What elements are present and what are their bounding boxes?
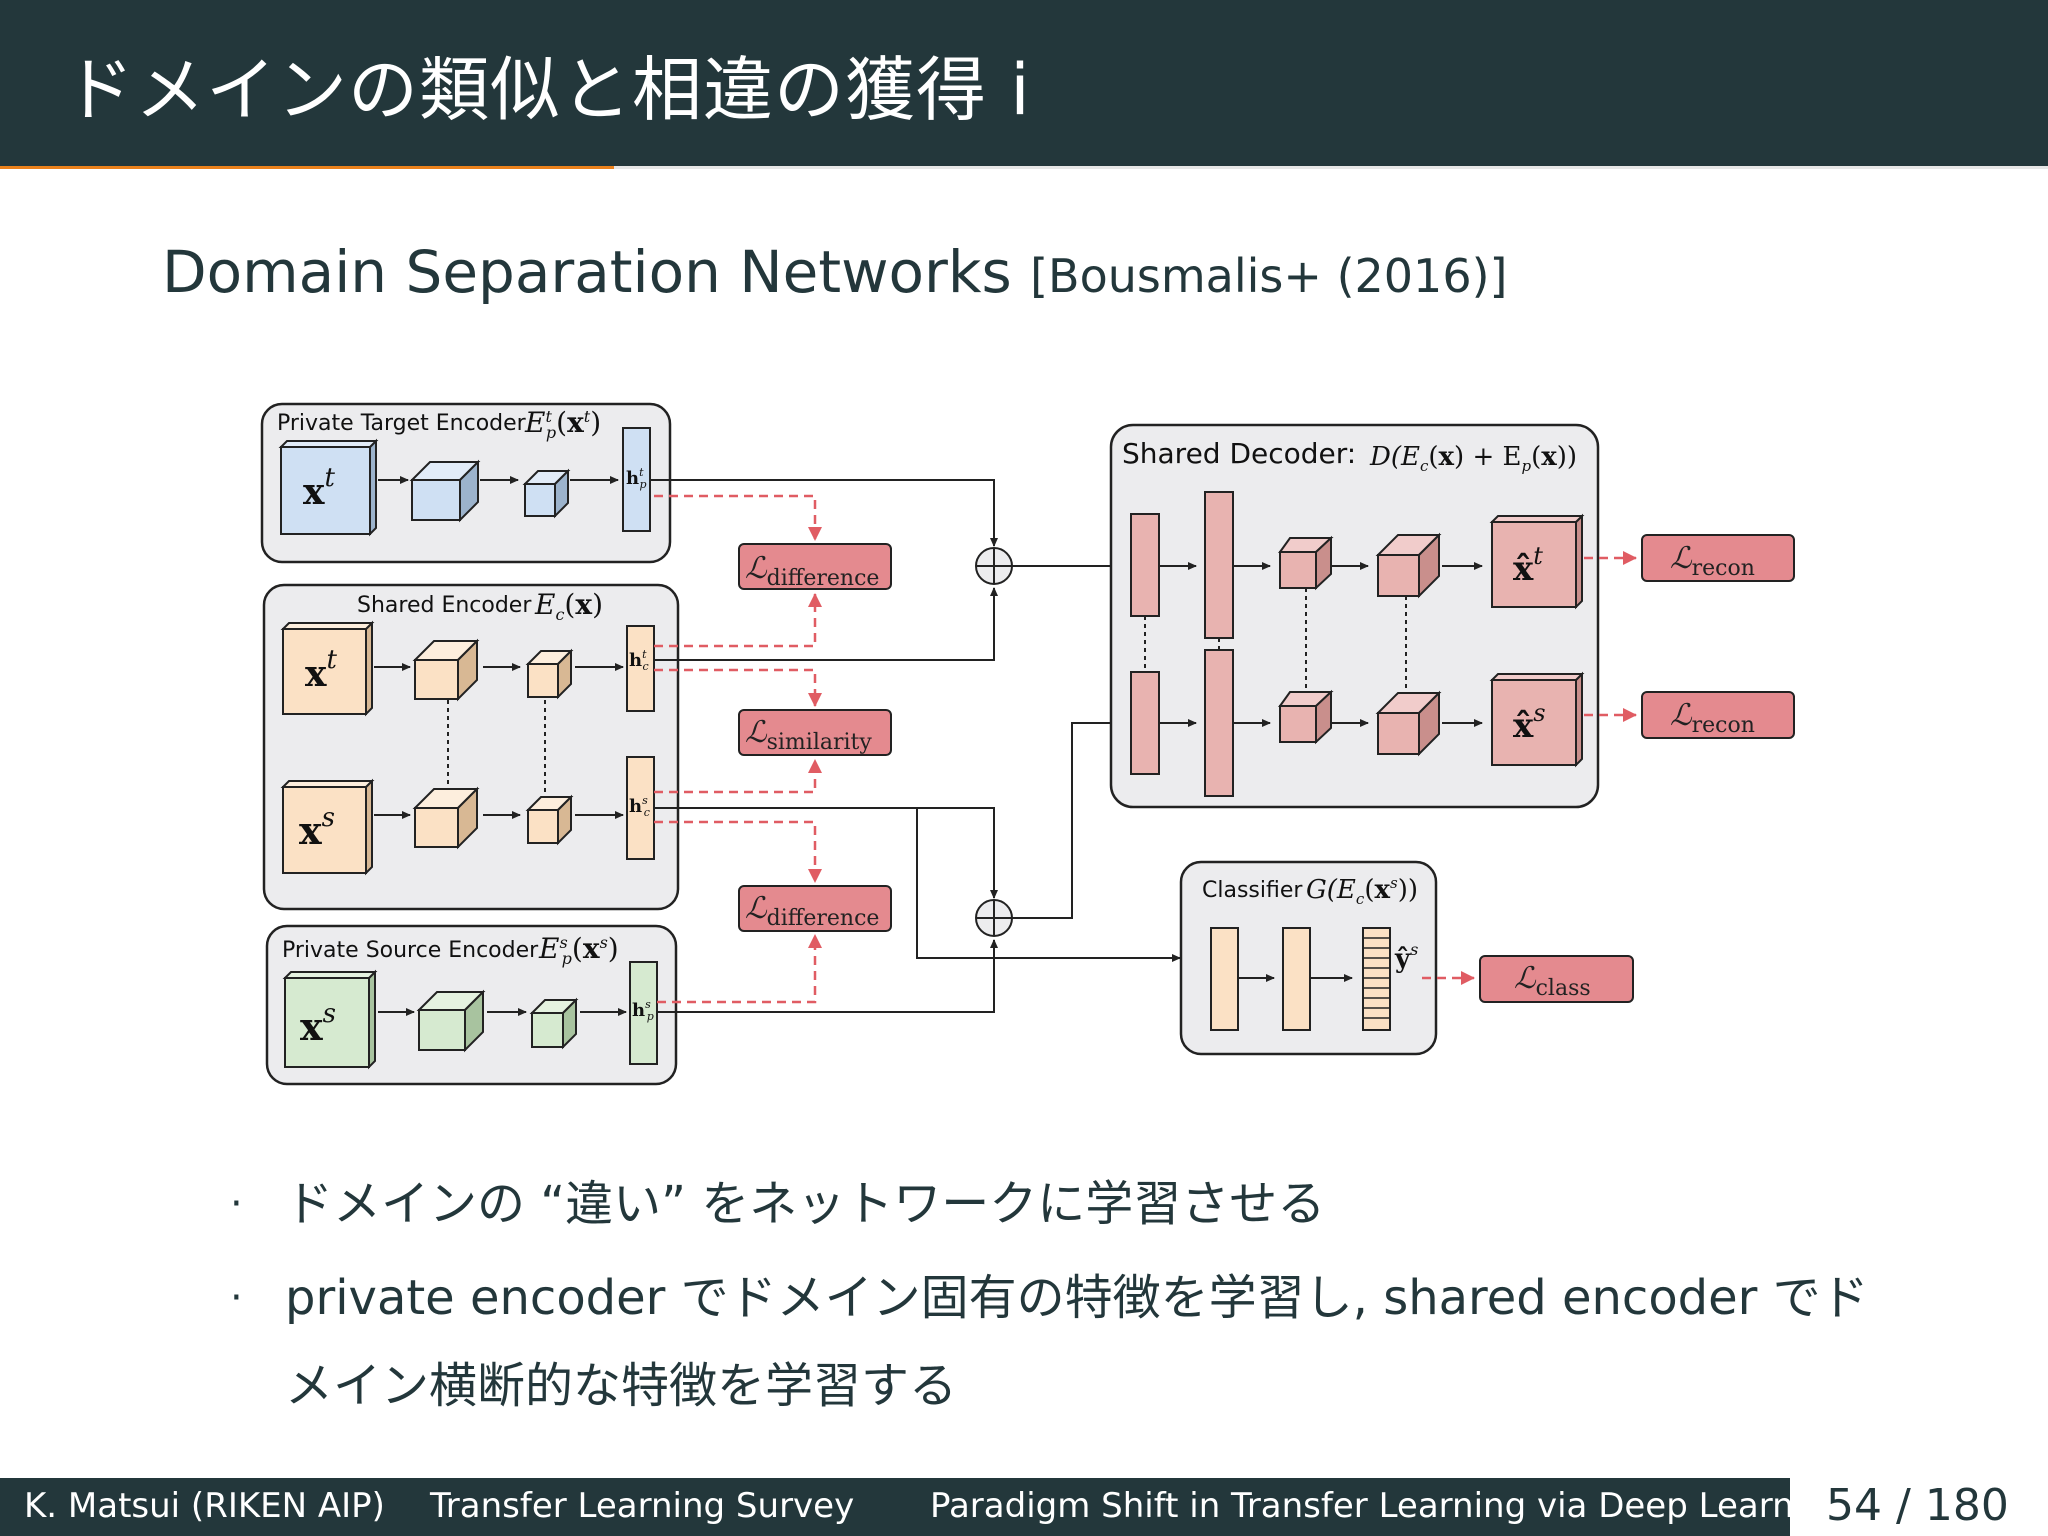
shared-encoder-label: Shared Encoder: [357, 593, 532, 618]
private-source-label: Private Source Encoder: [282, 938, 539, 963]
shared-input-cube-s: xs: [280, 778, 375, 876]
sum-node-source: [975, 899, 1013, 937]
bullet-item: · private encoder でドメイン固有の特徴を学習し, shared …: [230, 1254, 1880, 1430]
footer-section: Paradigm Shift in Transfer Learning via …: [930, 1486, 1847, 1526]
bullet-text: private encoder でドメイン固有の特徴を学習し, shared e…: [285, 1270, 1869, 1414]
source-private-code: [629, 961, 658, 1065]
shared-decoder-formula: D(Ec(x) + Ep(x)): [1369, 442, 1577, 475]
shared-decoder-label: Shared Decoder:: [1122, 437, 1356, 470]
page-separator: /: [1896, 1480, 1911, 1531]
page-number: 54 / 180: [1826, 1480, 2009, 1531]
classifier-label: Classifier: [1202, 878, 1303, 903]
shared-input-cube-t: xt: [280, 620, 375, 717]
shared-code-t: [626, 625, 655, 712]
source-conv-cube-1: [416, 989, 486, 1053]
loss-recon-top-label: ℒrecon: [1670, 541, 1755, 581]
source-conv-cube-2: [529, 997, 579, 1050]
classifier-formula: G(Ec(xs)): [1306, 874, 1418, 908]
target-conv-cube-1: [409, 459, 481, 523]
bullet-item: · ドメインの “違い” をネットワークに学習させる: [230, 1160, 1880, 1248]
target-input-cube: xt: [278, 438, 379, 537]
loss-similarity: ℒsimilarity: [738, 709, 892, 756]
loss-class-label: ℒclass: [1514, 961, 1591, 1001]
bullet-list: · ドメインの “違い” をネットワークに学習させる · private encod…: [230, 1160, 1880, 1424]
private-target-label: Private Target Encoder: [277, 411, 527, 436]
loss-difference-bottom-label: ℒdifference: [745, 891, 879, 931]
loss-difference-top: ℒdifference: [738, 543, 892, 591]
shared-conv-cube-t1: [412, 638, 480, 702]
shared-conv-cube-t2: [525, 648, 574, 700]
footer-short-title: Transfer Learning Survey: [430, 1486, 855, 1526]
loss-recon-top: ℒrecon: [1641, 534, 1795, 582]
loss-difference-bottom: ℒdifference: [738, 885, 892, 932]
source-input-symbol: xs: [300, 999, 336, 1049]
progress-bar: [0, 166, 615, 169]
loss-class: ℒclass: [1479, 955, 1634, 1003]
shared-encoder-formula: Ec(x): [534, 588, 603, 624]
subtitle-citation: [Bousmalis+ (2016)]: [1030, 249, 1508, 303]
title-bar: ドメインの類似と相違の獲得 i: [0, 0, 2048, 166]
target-input-symbol: xt: [303, 463, 335, 513]
footer-author: K. Matsui (RIKEN AIP): [24, 1486, 385, 1526]
bullet-text: ドメインの “違い” をネットワークに学習させる: [285, 1176, 1326, 1232]
footer: K. Matsui (RIKEN AIP) Transfer Learning …: [0, 1478, 2048, 1536]
loss-recon-bottom-label: ℒrecon: [1670, 698, 1755, 738]
bullet-marker: ·: [230, 1181, 243, 1227]
shared-conv-cube-s2: [525, 794, 574, 846]
loss-difference-top-label: ℒdifference: [745, 551, 879, 591]
classifier-output-vector: [1362, 927, 1391, 1031]
loss-similarity-label: ℒsimilarity: [745, 715, 872, 755]
shared-input-t-symbol: xt: [305, 645, 337, 695]
shared-decoder: Shared Decoder: D(Ec(x) + Ep(x)) x̂t: [1109, 423, 1600, 809]
subtitle-main: Domain Separation Networks: [162, 238, 1031, 306]
classifier-output-label: ŷs: [1394, 940, 1418, 974]
bullet-marker: ·: [230, 1275, 243, 1321]
slide-title: ドメインの類似と相違の獲得 i: [64, 49, 1031, 131]
loss-connections: [654, 494, 822, 1004]
shared-conv-cube-s1: [412, 786, 480, 850]
classifier: Classifier G(Ec(xs)) ŷs: [1179, 860, 1438, 1056]
decoder-output-s: x̂s: [1513, 699, 1546, 746]
flow-lines: [650, 479, 1181, 1013]
sum-node-target: [975, 547, 1013, 585]
page-current: 54: [1826, 1480, 1882, 1531]
footer-bar: [0, 1478, 1790, 1536]
progress-track: [0, 166, 2048, 169]
shared-input-s-symbol: xs: [299, 803, 335, 853]
slide-subtitle: Domain Separation Networks [Bousmalis+ (…: [162, 238, 1507, 306]
target-conv-cube-2: [522, 468, 571, 519]
loss-recon-bottom: ℒrecon: [1641, 691, 1795, 739]
page-total: 180: [1924, 1480, 2009, 1531]
source-input-cube: xs: [282, 969, 378, 1070]
decoder-output-t: x̂t: [1513, 542, 1543, 589]
